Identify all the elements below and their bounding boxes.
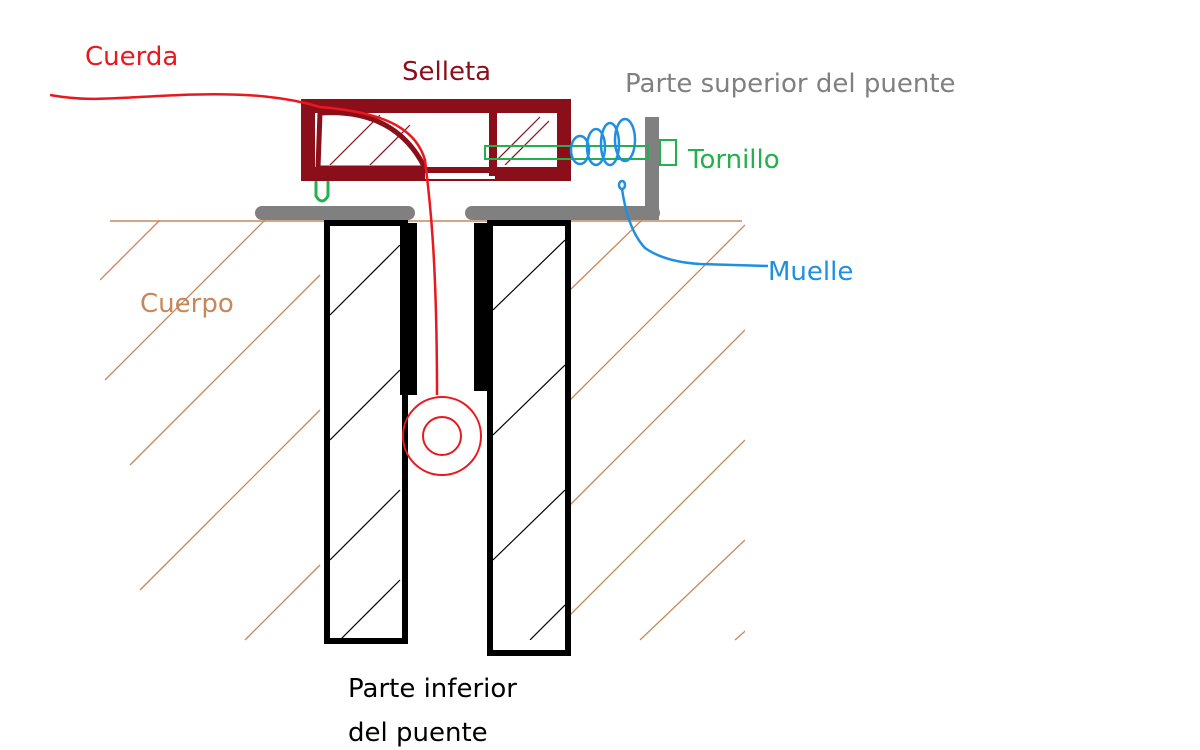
label-parte-inferior-line1: Parte inferior	[348, 674, 517, 704]
upper-plate-right	[465, 206, 660, 220]
screw-head	[659, 139, 677, 166]
spring	[569, 117, 769, 268]
label-selleta: Selleta	[402, 57, 491, 87]
string-ball-end-outer	[402, 396, 482, 476]
spring-leader-line	[620, 188, 769, 268]
screw	[484, 139, 677, 166]
upper-plate-left	[255, 206, 415, 220]
string	[49, 92, 482, 476]
right-post-inner-bar	[474, 223, 493, 391]
saddle-inner-curve	[315, 110, 430, 171]
saddle-frame	[301, 99, 571, 181]
saddle	[301, 99, 571, 181]
upper-bridge-part	[255, 117, 660, 220]
label-tornillo: Tornillo	[687, 145, 780, 175]
saddle-pin	[314, 178, 330, 203]
label-parte-inferior-line2: del puente	[348, 718, 488, 748]
label-parte-superior: Parte superior del puente	[625, 69, 956, 99]
body-region	[100, 220, 745, 641]
right-post	[487, 220, 571, 656]
left-post	[324, 220, 408, 644]
body-hatching	[100, 220, 745, 641]
left-post-inner-bar	[400, 223, 417, 395]
lower-bridge-part	[324, 220, 571, 656]
string-ball-end-inner	[422, 416, 462, 456]
upper-wall	[645, 117, 659, 220]
label-cuerpo: Cuerpo	[140, 289, 234, 319]
screw-shaft	[484, 145, 649, 160]
label-cuerda: Cuerda	[85, 42, 178, 72]
label-muelle: Muelle	[768, 257, 853, 287]
string-line	[49, 92, 439, 396]
